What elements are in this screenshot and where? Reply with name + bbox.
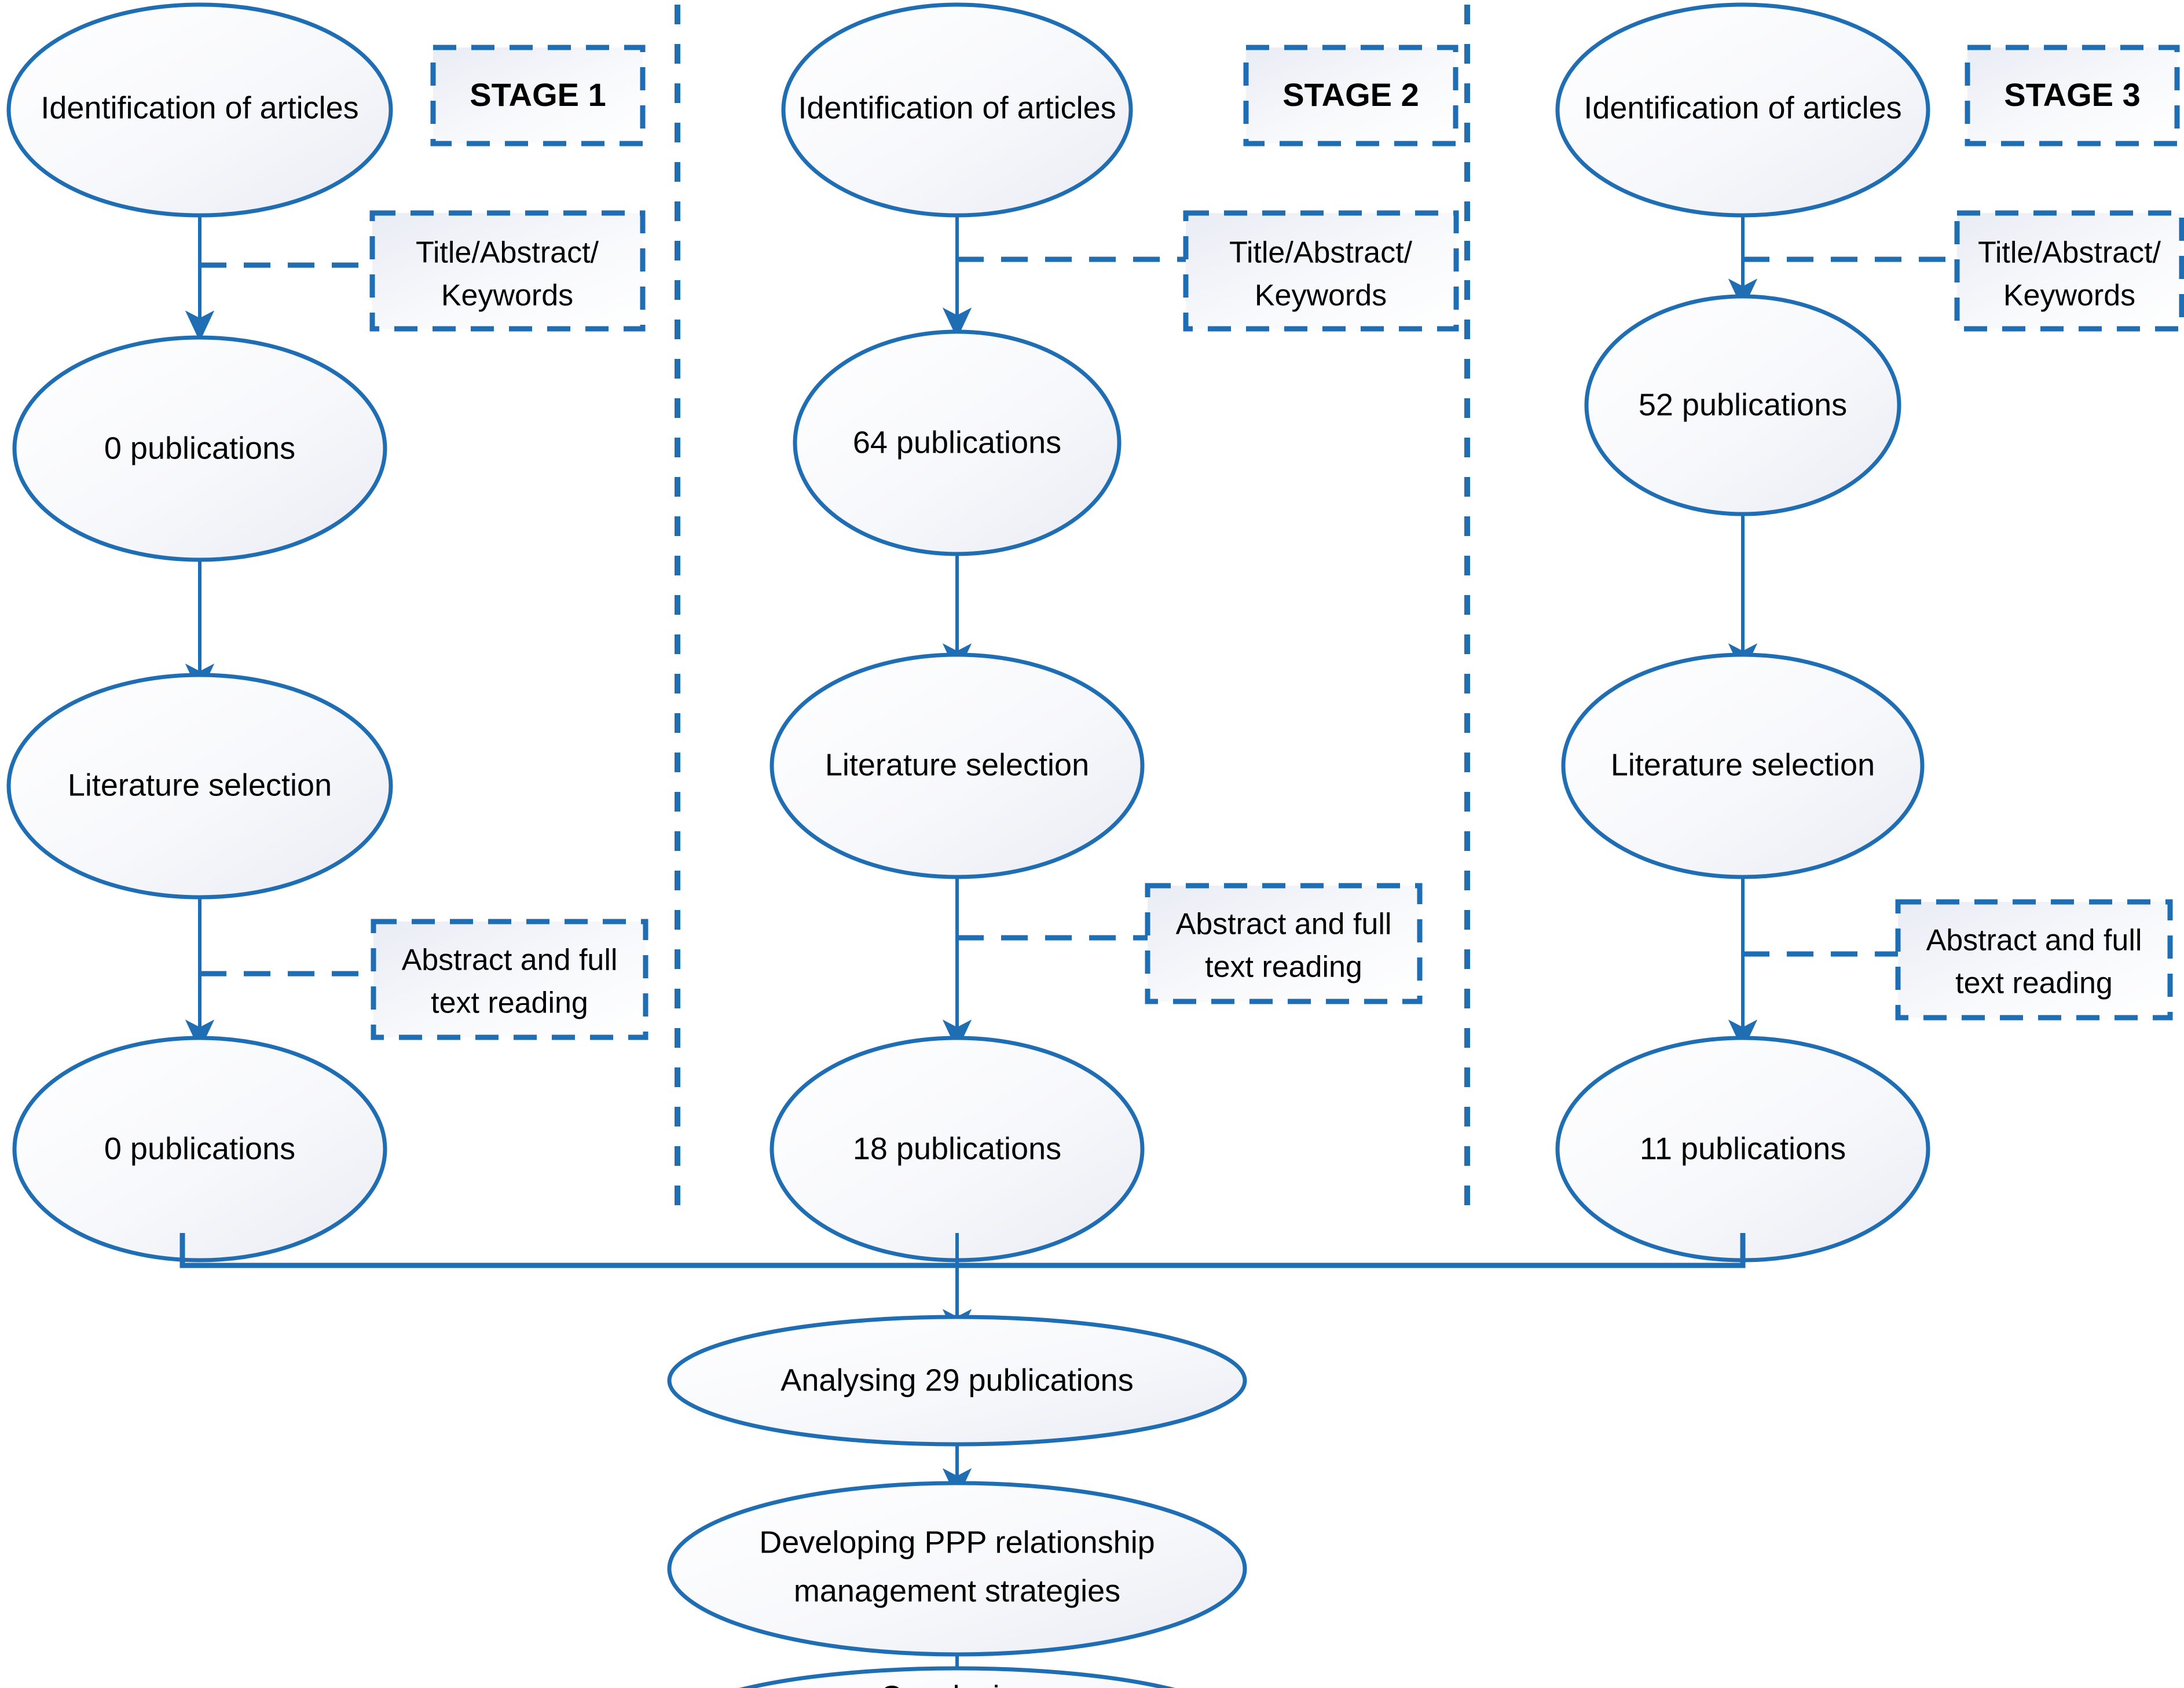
stage-1-screen-criteria-box xyxy=(369,210,646,332)
developing-node[interactable]: Developing PPP relationship management s… xyxy=(667,1481,1247,1657)
stage-3-identification-node[interactable]: Identification of articles xyxy=(1555,2,1930,218)
stage-1-column: Identification of articles 0 publication… xyxy=(6,2,648,1263)
stage-2-badge-label: STAGE 2 xyxy=(1282,76,1419,113)
stage-2-screened-node[interactable]: 64 publications xyxy=(793,329,1122,556)
stage-3-screened-node[interactable]: 52 publications xyxy=(1584,294,1901,516)
conclusion-label: Conclusion xyxy=(880,1679,1034,1688)
stage-1-selection-node[interactable]: Literature selection xyxy=(6,673,393,900)
ellipse-shape xyxy=(739,1666,1175,1688)
stage-2-badge[interactable]: STAGE 2 xyxy=(1243,45,1459,146)
synthesis-chain: Analysing 29 publications Developing PPP… xyxy=(667,1315,1247,1688)
stage-1-screened-node[interactable]: 0 publications xyxy=(12,335,387,562)
stage-3-selection-label: Literature selection xyxy=(1611,747,1875,782)
stage-1-screen-criteria-line1: Title/Abstract/ xyxy=(416,236,599,270)
stage-3-read-criteria-box xyxy=(1895,899,2173,1021)
merge-path-stage-1 xyxy=(179,1233,957,1268)
stage-2-screen-criteria-line2: Keywords xyxy=(1255,279,1387,313)
stage-3-identification-label: Identification of articles xyxy=(1584,90,1901,125)
ellipse-shape xyxy=(667,1481,1247,1657)
stage-3-badge-box xyxy=(1965,45,2180,146)
stage-2-selection-node[interactable]: Literature selection xyxy=(769,652,1145,879)
merge-connectors xyxy=(179,1233,1746,1341)
stage-3-column: Identification of articles 52 publicatio… xyxy=(1555,2,2184,1263)
stage-2-screen-criteria-note[interactable]: Title/Abstract/ Keywords xyxy=(1183,210,1459,332)
stage-1-read-criteria-line2: text reading xyxy=(431,986,588,1020)
stage-3-included-node[interactable]: 11 publications xyxy=(1555,1036,1930,1263)
stage-1-read-criteria-box xyxy=(371,919,648,1040)
stage-2-read-criteria-box xyxy=(1145,883,1423,1004)
developing-label-line1: Developing PPP relationship xyxy=(759,1525,1155,1559)
stage-2-badge-box xyxy=(1243,45,1459,146)
stage-1-read-criteria-note[interactable]: Abstract and full text reading xyxy=(371,919,648,1040)
stage-1-identification-node[interactable]: Identification of articles xyxy=(6,2,393,218)
analysing-node[interactable]: Analysing 29 publications xyxy=(667,1315,1247,1447)
stage-2-identification-node[interactable]: Identification of articles xyxy=(781,2,1133,218)
stage-2-read-criteria-line1: Abstract and full xyxy=(1176,908,1392,941)
stage-3-included-label: 11 publications xyxy=(1640,1131,1846,1166)
analysing-label: Analysing 29 publications xyxy=(780,1363,1133,1397)
stage-3-screen-criteria-box xyxy=(1954,210,2184,332)
stage-2-screened-label: 64 publications xyxy=(853,425,1061,460)
stage-1-selection-label: Literature selection xyxy=(68,768,332,802)
stage-3-screen-criteria-line2: Keywords xyxy=(2003,279,2135,313)
conclusion-node[interactable]: Conclusion xyxy=(669,1666,1245,1688)
stage-2-included-node[interactable]: 18 publications xyxy=(769,1036,1145,1263)
stage-1-screened-label: 0 publications xyxy=(104,431,295,465)
stage-1-included-node[interactable]: 0 publications xyxy=(12,1036,387,1263)
stage-3-read-criteria-line1: Abstract and full xyxy=(1926,924,2142,957)
stage-1-read-criteria-line1: Abstract and full xyxy=(402,944,618,977)
stage-1-screen-criteria-line2: Keywords xyxy=(441,279,573,313)
stage-2-screen-criteria-box xyxy=(1183,210,1459,332)
stage-1-badge[interactable]: STAGE 1 xyxy=(430,45,646,146)
stage-3-read-criteria-line2: text reading xyxy=(1955,967,2113,1000)
ellipse-shape xyxy=(12,1036,387,1263)
stage-1-badge-box xyxy=(430,45,646,146)
merge-path-stage-3 xyxy=(957,1233,1746,1268)
stage-1-screen-criteria-note[interactable]: Title/Abstract/ Keywords xyxy=(369,210,646,332)
stage-2-included-label: 18 publications xyxy=(853,1131,1061,1166)
stage-1-identification-label: Identification of articles xyxy=(41,90,358,125)
stage-3-screen-criteria-note[interactable]: Title/Abstract/ Keywords xyxy=(1954,210,2184,332)
stage-2-column: Identification of articles 64 publicatio… xyxy=(769,2,1459,1263)
stage-2-identification-label: Identification of articles xyxy=(798,90,1116,125)
stage-2-read-criteria-note[interactable]: Abstract and full text reading xyxy=(1145,883,1423,1004)
stage-3-screen-criteria-line1: Title/Abstract/ xyxy=(1978,236,2161,270)
stage-1-badge-label: STAGE 1 xyxy=(470,76,606,113)
stage-1-included-label: 0 publications xyxy=(104,1131,295,1166)
stage-2-screen-criteria-line1: Title/Abstract/ xyxy=(1229,236,1412,270)
developing-label-line2: management strategies xyxy=(794,1573,1120,1608)
stage-2-read-criteria-line2: text reading xyxy=(1205,951,1362,984)
stage-3-badge[interactable]: STAGE 3 xyxy=(1965,45,2180,146)
stage-3-selection-node[interactable]: Literature selection xyxy=(1561,652,1925,879)
stage-3-badge-label: STAGE 3 xyxy=(2004,76,2140,113)
stage-3-screened-label: 52 publications xyxy=(1639,387,1847,422)
stage-2-selection-label: Literature selection xyxy=(825,747,1089,782)
stage-3-read-criteria-note[interactable]: Abstract and full text reading xyxy=(1895,899,2173,1021)
